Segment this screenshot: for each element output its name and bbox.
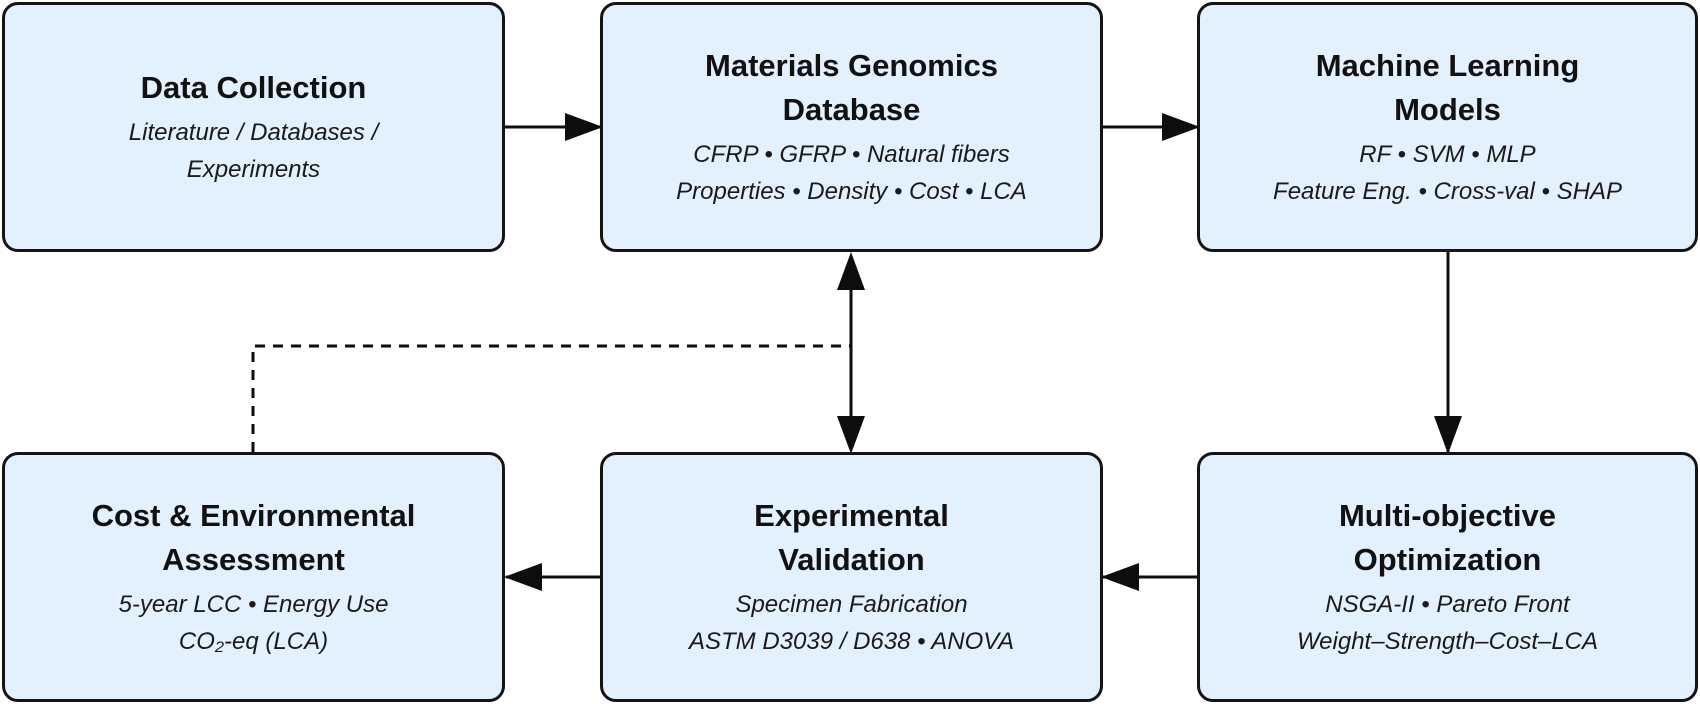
node-detail: NSGA-II • Pareto Front [1325,591,1570,618]
node-title: Assessment [162,542,345,577]
arrowhead [1162,113,1200,141]
node-detail: ASTM D3039 / D638 • ANOVA [689,628,1014,655]
node-title: Optimization [1353,542,1542,577]
node-title: Multi-objective [1338,498,1556,533]
node-detail: Properties • Density • Cost • LCA [676,178,1027,205]
node-materials-genomics-database: Materials Genomics Database CFRP • GFRP … [600,2,1103,252]
arrowhead-down [837,416,865,454]
node-title: Experimental [754,498,949,533]
node-detail: 5-year LCC • Energy Use [118,591,389,618]
node-title: Cost & Environmental [91,498,416,533]
node-detail: Feature Eng. • Cross-val • SHAP [1273,178,1622,205]
node-machine-learning-models: Machine Learning Models RF • SVM • MLP F… [1197,2,1698,252]
node-detail: Weight–Strength–Cost–LCA [1296,628,1599,655]
node-multi-objective-optimization: Multi-objective Optimization NSGA-II • P… [1197,452,1698,702]
node-title: Materials Genomics [705,48,998,83]
node-detail: CFRP • GFRP • Natural fibers [693,141,1010,168]
node-cost-environmental-assessment: Cost & Environmental Assessment 5-year L… [2,452,505,702]
arrowhead [565,113,603,141]
node-title: Validation [778,542,925,577]
arrowhead [1101,563,1139,591]
node-title: Data Collection [140,70,367,105]
node-detail: CO₂-eq (LCA) [178,628,329,655]
node-detail: Experiments [186,156,321,183]
node-experimental-validation: Experimental Validation Specimen Fabrica… [600,452,1103,702]
arrowhead [1434,416,1462,454]
node-title: Models [1394,92,1501,127]
node-data-collection: Data Collection Literature / Databases /… [2,2,505,252]
dashed-feedback-cost-env-to-materials-db [251,344,851,452]
node-title: Database [782,92,921,127]
node-detail: Specimen Fabrication [735,591,968,618]
arrowhead [504,563,542,591]
node-title: Machine Learning [1315,48,1580,83]
arrowhead-up [837,252,865,290]
node-detail: RF • SVM • MLP [1359,141,1536,168]
node-detail: Literature / Databases / [128,119,379,146]
